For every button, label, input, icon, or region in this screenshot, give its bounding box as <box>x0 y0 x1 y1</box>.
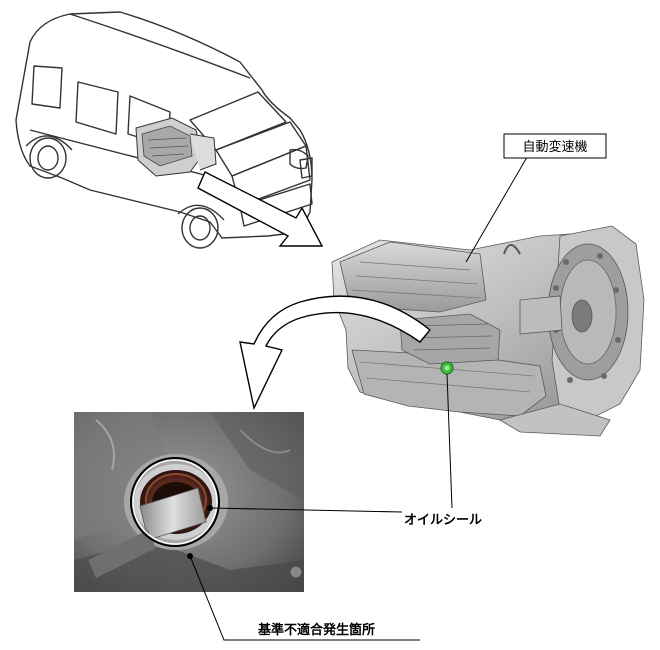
van-engine-detail <box>135 117 217 177</box>
defect-location-label: 基準不適合発生箇所 <box>257 622 375 638</box>
oil-seal-label: オイルシール <box>404 513 482 528</box>
van-illustration <box>15 11 313 249</box>
arrow-transmission-to-photo <box>239 295 431 411</box>
transmission-label: 自動変速機 <box>522 139 587 155</box>
transmission-callout: 自動変速機 <box>465 133 607 263</box>
transmission-illustration <box>331 225 645 437</box>
defect-location-callout: 基準不適合発生箇所 <box>187 553 420 641</box>
oil-seal-photo <box>74 412 304 592</box>
oil-seal-callout: オイルシール <box>207 373 482 528</box>
arrow-van-to-transmission <box>197 171 324 247</box>
